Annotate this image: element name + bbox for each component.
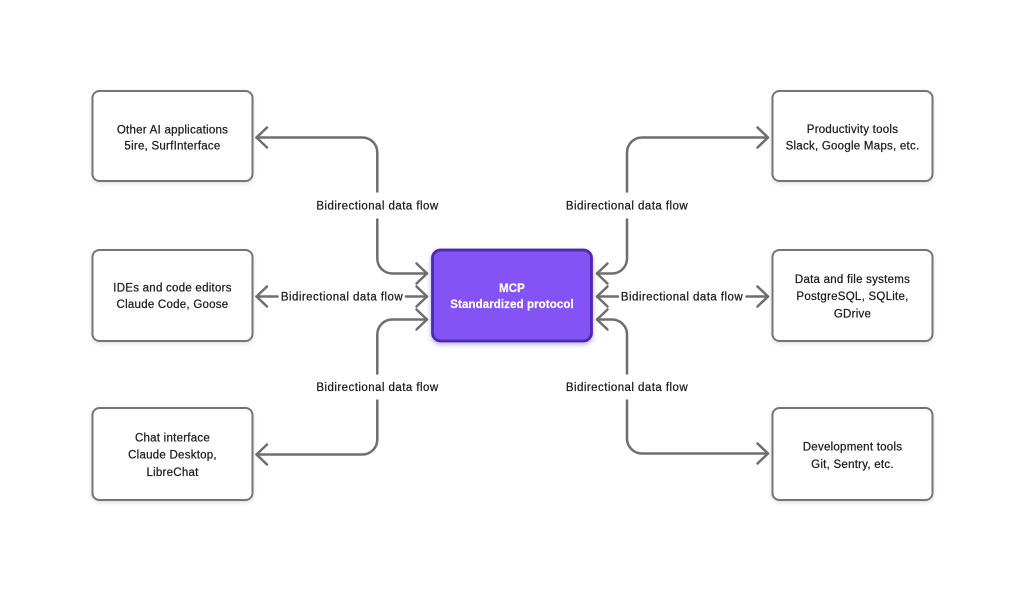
svg-text:Development tools: Development tools xyxy=(803,442,903,454)
svg-text:Bidirectional data flow: Bidirectional data flow xyxy=(281,292,403,304)
svg-text:Bidirectional data flow: Bidirectional data flow xyxy=(621,292,743,304)
svg-text:Claude Desktop,: Claude Desktop, xyxy=(128,450,217,462)
svg-text:5ire, SurfInterface: 5ire, SurfInterface xyxy=(124,141,220,153)
svg-text:Git, Sentry, etc.: Git, Sentry, etc. xyxy=(811,459,894,471)
svg-text:Bidirectional data flow: Bidirectional data flow xyxy=(316,382,438,394)
svg-text:Data and file systems: Data and file systems xyxy=(795,274,910,286)
svg-text:LibreChat: LibreChat xyxy=(146,467,199,479)
svg-text:PostgreSQL, SQLite,: PostgreSQL, SQLite, xyxy=(796,291,908,303)
svg-text:Productivity tools: Productivity tools xyxy=(807,124,898,136)
svg-text:Standardized protocol: Standardized protocol xyxy=(450,299,574,311)
svg-text:Bidirectional data flow: Bidirectional data flow xyxy=(566,201,688,213)
svg-text:Claude Code, Goose: Claude Code, Goose xyxy=(117,299,229,311)
svg-text:GDrive: GDrive xyxy=(834,308,871,320)
svg-text:Bidirectional data flow: Bidirectional data flow xyxy=(316,201,438,213)
svg-text:Chat interface: Chat interface xyxy=(135,433,210,445)
svg-text:MCP: MCP xyxy=(499,283,525,295)
svg-text:Slack, Google Maps, etc.: Slack, Google Maps, etc. xyxy=(786,141,920,153)
svg-text:IDEs and code editors: IDEs and code editors xyxy=(113,283,231,295)
svg-text:Bidirectional data flow: Bidirectional data flow xyxy=(566,382,688,394)
svg-text:Other AI applications: Other AI applications xyxy=(117,124,228,136)
